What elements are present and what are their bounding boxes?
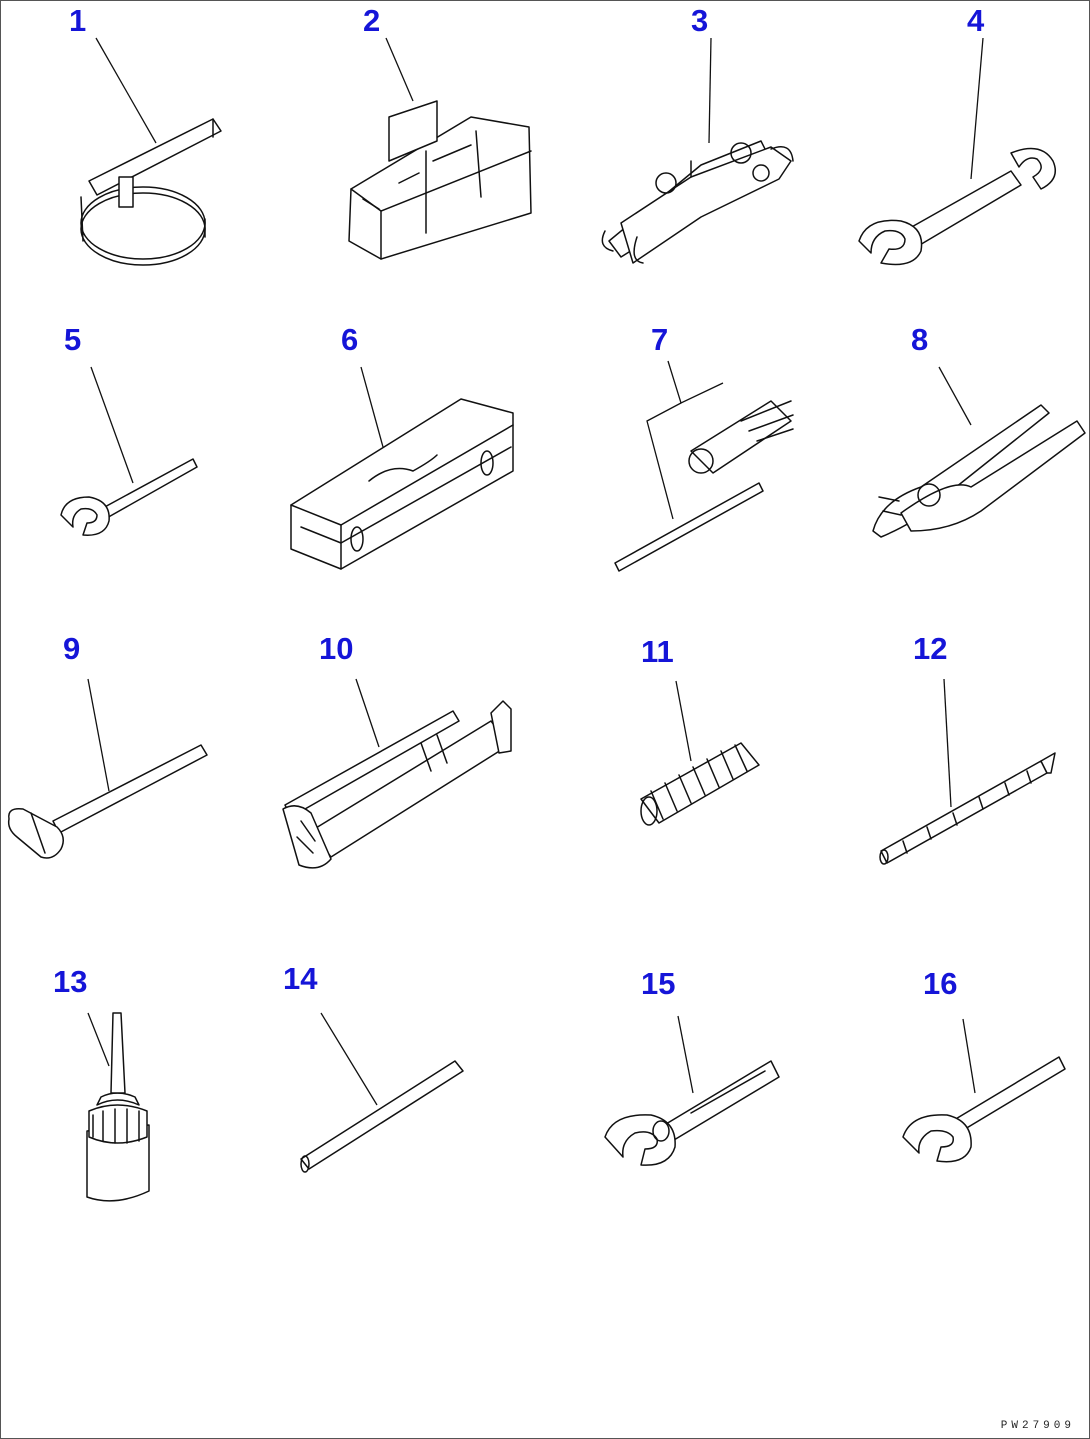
leader-lines bbox=[87, 37, 984, 1106]
filter-wrench-icon bbox=[80, 118, 222, 266]
callout-5: 5 bbox=[64, 322, 81, 357]
callout-14: 14 bbox=[283, 961, 318, 996]
single-end-spanner-icon bbox=[902, 1056, 1066, 1163]
callout-12: 12 bbox=[913, 631, 947, 666]
drawing-code: PW27909 bbox=[1000, 1420, 1075, 1432]
callout-13: 13 bbox=[53, 964, 87, 999]
callout-16: 16 bbox=[923, 966, 957, 1001]
small-spanner-icon bbox=[60, 458, 198, 536]
callout-11: 11 bbox=[641, 634, 674, 669]
oil-can-icon bbox=[86, 1012, 150, 1202]
callout-15: 15 bbox=[641, 966, 675, 1001]
double-end-spanner-icon bbox=[858, 147, 1056, 266]
callout-6: 6 bbox=[341, 322, 358, 357]
wrench-set-icon bbox=[601, 140, 794, 264]
callout-2: 2 bbox=[363, 3, 380, 38]
grease-gun-icon bbox=[282, 700, 512, 869]
callout-7: 7 bbox=[651, 322, 668, 357]
callout-10: 10 bbox=[319, 631, 353, 666]
pry-bar-icon bbox=[300, 1060, 464, 1173]
hammer-icon bbox=[7, 744, 208, 859]
spring-icon bbox=[640, 742, 760, 826]
nozzle-bar-icon bbox=[879, 752, 1056, 865]
tool-case-icon bbox=[290, 398, 514, 570]
pliers-icon bbox=[872, 404, 1086, 538]
tool-bag-icon bbox=[348, 100, 532, 260]
callout-4: 4 bbox=[967, 3, 985, 38]
callout-1: 1 bbox=[69, 3, 86, 38]
callout-8: 8 bbox=[911, 322, 928, 357]
screwdriver-icon bbox=[614, 400, 794, 572]
adjustable-wrench-icon bbox=[604, 1060, 780, 1166]
callout-3: 3 bbox=[691, 3, 708, 38]
callout-9: 9 bbox=[63, 631, 80, 666]
